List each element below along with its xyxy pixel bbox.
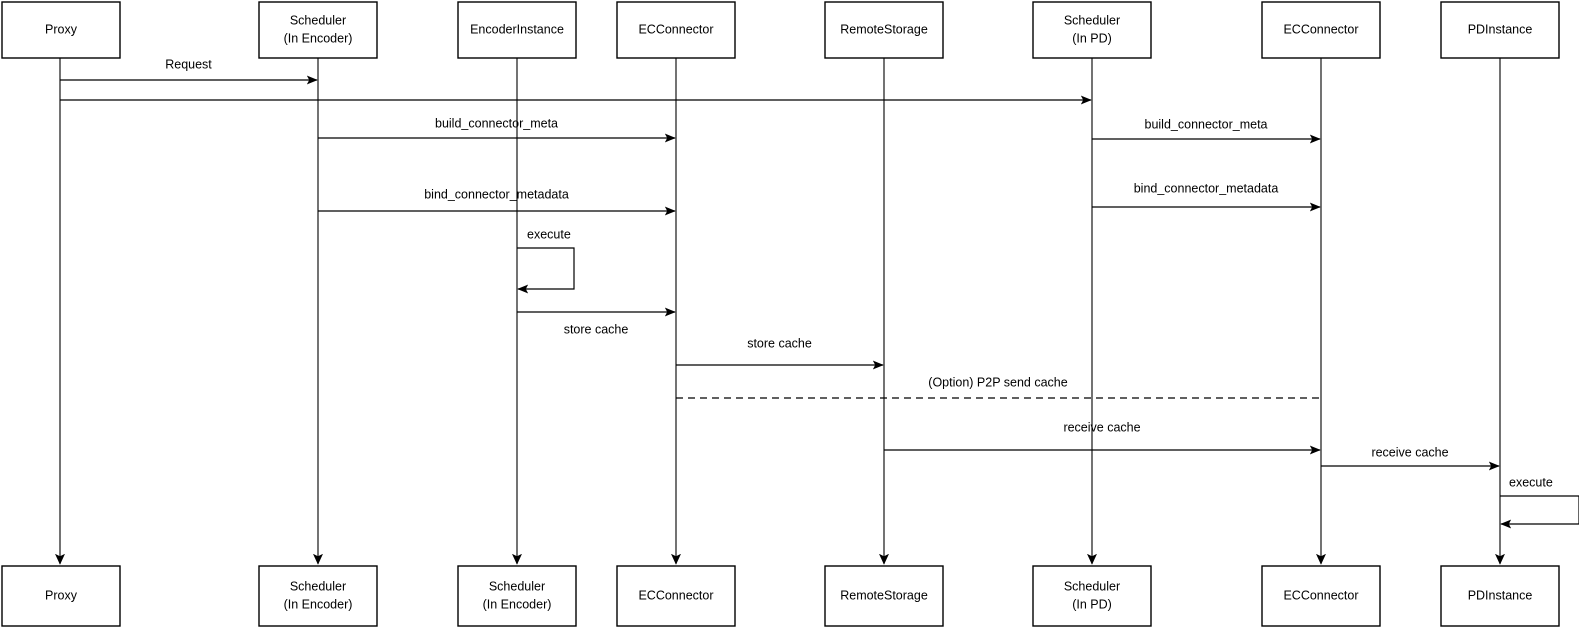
- participant-bottom-box-ecconnector_p[interactable]: ECConnector: [1261, 565, 1381, 627]
- participant-bottom-box-encoder_inst[interactable]: Scheduler (In Encoder): [457, 565, 577, 627]
- participant-bottom-box-label-line2: (In Encoder): [284, 597, 353, 611]
- participant-top-box-rect: [616, 1, 736, 59]
- self-message-s1[interactable]: execute: [517, 227, 575, 294]
- participant-bottom-box-label: PDInstance: [1468, 588, 1533, 602]
- message-m4[interactable]: build_connector_meta: [1092, 117, 1321, 144]
- message-label-m1: Request: [165, 57, 212, 71]
- participant-bottom-box-label: Proxy: [45, 588, 78, 602]
- message-label-m10: receive cache: [1063, 420, 1140, 434]
- message-label-m6: bind_connector_metadata: [1134, 181, 1279, 195]
- participant-top-box-scheduler_pd[interactable]: Scheduler (In PD): [1032, 1, 1152, 59]
- participant-top-box-ecconnector_p[interactable]: ECConnector: [1261, 1, 1381, 59]
- participant-top-box-label: Proxy: [45, 22, 78, 36]
- participant-bottom-box-proxy[interactable]: Proxy: [1, 565, 121, 627]
- participant-bottom-box-rect: [1440, 565, 1560, 627]
- participant-top-box-remotestorage[interactable]: RemoteStorage: [824, 1, 944, 59]
- message-m11[interactable]: receive cache: [1321, 445, 1500, 471]
- participant-top-box-label-line2: (In Encoder): [284, 31, 353, 45]
- message-label-m9: (Option) P2P send cache: [928, 375, 1067, 389]
- participant-bottom-box-rect: [457, 565, 577, 627]
- participant-bottom-box-label-line2: (In PD): [1072, 597, 1112, 611]
- self-message-s2[interactable]: execute: [1500, 475, 1579, 529]
- participant-top-box-proxy[interactable]: Proxy: [1, 1, 121, 59]
- message-label-m8: store cache: [747, 336, 812, 350]
- participant-bottom-box-rect: [258, 565, 378, 627]
- participant-top-box-encoder_inst[interactable]: EncoderInstance: [457, 1, 577, 59]
- lifelines-layer: [55, 58, 1505, 565]
- message-m10[interactable]: receive cache: [884, 420, 1321, 455]
- participant-top-box-label: EncoderInstance: [470, 22, 564, 36]
- message-label-m5: bind_connector_metadata: [424, 187, 569, 201]
- bottom-participant-boxes-layer: Proxy Scheduler (In Encoder) Scheduler (In E…: [1, 565, 1560, 627]
- message-m3[interactable]: build_connector_meta: [318, 116, 676, 143]
- message-m7[interactable]: store cache: [517, 307, 676, 336]
- participant-top-box-rect: [824, 1, 944, 59]
- participant-top-box-label-line2: (In PD): [1072, 31, 1112, 45]
- participant-top-box-rect: [258, 1, 378, 59]
- participant-bottom-box-label-line1: Scheduler: [489, 579, 545, 593]
- message-m9[interactable]: (Option) P2P send cache: [676, 375, 1320, 399]
- participant-top-box-label: ECConnector: [638, 22, 713, 36]
- participant-top-box-rect: [457, 1, 577, 59]
- participant-top-box-rect: [1440, 1, 1560, 59]
- participant-bottom-box-label-line2: (In Encoder): [483, 597, 552, 611]
- participant-bottom-box-rect: [824, 565, 944, 627]
- participant-bottom-box-ecconnector_e[interactable]: ECConnector: [616, 565, 736, 627]
- participant-top-box-label-line1: Scheduler: [1064, 13, 1120, 27]
- participant-bottom-box-rect: [616, 565, 736, 627]
- participant-bottom-box-rect: [1, 565, 121, 627]
- participant-top-box-label: ECConnector: [1283, 22, 1358, 36]
- participant-bottom-box-label-line1: Scheduler: [290, 579, 346, 593]
- message-label-m3: build_connector_meta: [435, 116, 558, 130]
- participant-top-box-rect: [1, 1, 121, 59]
- message-label-m4: build_connector_meta: [1145, 117, 1268, 131]
- participant-top-box-label: RemoteStorage: [840, 22, 928, 36]
- participant-top-box-rect: [1032, 1, 1152, 59]
- participant-top-box-label: PDInstance: [1468, 22, 1533, 36]
- messages-layer: Request build_connector_meta build_connect…: [60, 57, 1500, 471]
- message-label-m7: store cache: [564, 322, 629, 336]
- participant-top-box-pdinstance[interactable]: PDInstance: [1440, 1, 1560, 59]
- participant-bottom-box-scheduler_pd[interactable]: Scheduler (In PD): [1032, 565, 1152, 627]
- self-message-label-s2: execute: [1509, 475, 1553, 489]
- participant-bottom-box-rect: [1261, 565, 1381, 627]
- participant-top-box-label-line1: Scheduler: [290, 13, 346, 27]
- message-m6[interactable]: bind_connector_metadata: [1092, 181, 1321, 212]
- participant-bottom-box-label: ECConnector: [1283, 588, 1358, 602]
- participant-bottom-box-pdinstance[interactable]: PDInstance: [1440, 565, 1560, 627]
- message-m5[interactable]: bind_connector_metadata: [318, 187, 676, 216]
- participant-bottom-box-scheduler_enc[interactable]: Scheduler (In Encoder): [258, 565, 378, 627]
- self-message-label-s1: execute: [527, 227, 571, 241]
- self-messages-layer: execute execute: [517, 227, 1579, 529]
- participant-bottom-box-remotestorage[interactable]: RemoteStorage: [824, 565, 944, 627]
- participant-top-box-rect: [1261, 1, 1381, 59]
- participant-bottom-box-rect: [1032, 565, 1152, 627]
- message-label-m11: receive cache: [1371, 445, 1448, 459]
- self-message-path-s1: [517, 247, 575, 294]
- self-message-path-s2: [1500, 495, 1579, 529]
- participant-top-box-ecconnector_e[interactable]: ECConnector: [616, 1, 736, 59]
- participant-bottom-box-label: ECConnector: [638, 588, 713, 602]
- participant-top-box-scheduler_enc[interactable]: Scheduler (In Encoder): [258, 1, 378, 59]
- participant-bottom-box-label-line1: Scheduler: [1064, 579, 1120, 593]
- participant-bottom-box-label: RemoteStorage: [840, 588, 928, 602]
- message-m8[interactable]: store cache: [676, 336, 884, 370]
- message-m1[interactable]: Request: [60, 57, 318, 85]
- top-participant-boxes-layer: Proxy Scheduler (In Encoder) EncoderInstanc…: [1, 1, 1560, 59]
